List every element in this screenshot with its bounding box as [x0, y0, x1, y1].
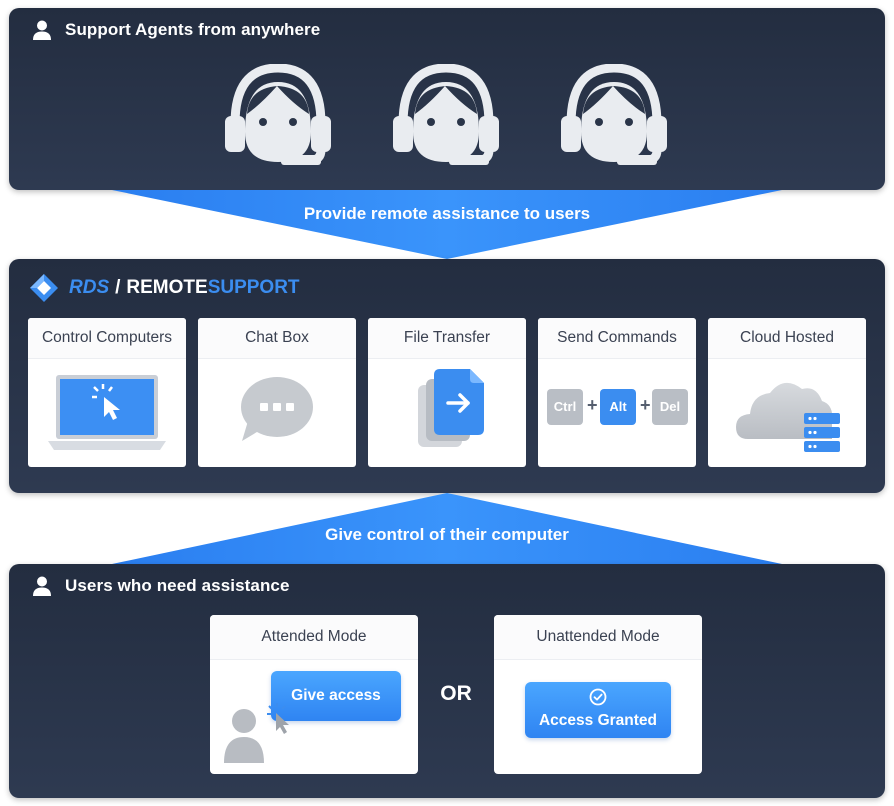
users-panel: Users who need assistance Attended Mode …: [9, 564, 885, 798]
logo-rds-text: RDS: [69, 277, 110, 298]
key-plus: +: [640, 395, 651, 415]
feature-card-cloud-hosted: Cloud Hosted: [708, 318, 866, 467]
agents-row: [9, 64, 885, 174]
agent-headset-icon: [225, 64, 331, 165]
person-icon: [33, 576, 51, 596]
agents-header: Support Agents from anywhere: [33, 20, 320, 40]
key-plus: +: [587, 395, 598, 415]
feature-cards: Control Computers Chat Box: [28, 318, 868, 467]
logo-separator: /: [115, 277, 121, 298]
check-circle-icon: [589, 688, 607, 706]
cloud-server-icon: [736, 382, 840, 452]
attended-mode-card: Attended Mode Give access: [210, 615, 418, 774]
key-del: Del: [652, 389, 688, 425]
agent-headset-icon: [393, 64, 499, 165]
unattended-mode-title: Unattended Mode: [494, 615, 702, 660]
user-avatar-icon: [224, 709, 264, 763]
attended-mode-title: Attended Mode: [210, 615, 418, 660]
access-granted-label: Access Granted: [538, 712, 658, 729]
feature-title: Send Commands: [538, 318, 696, 359]
key-ctrl: Ctrl: [547, 389, 583, 425]
feature-title: Control Computers: [28, 318, 186, 359]
users-header: Users who need assistance: [33, 576, 290, 596]
give-access-button[interactable]: Give access: [271, 671, 401, 721]
access-granted-button[interactable]: Access Granted: [525, 682, 671, 738]
banner-top-label: Provide remote assistance to users: [303, 204, 591, 223]
users-title: Users who need assistance: [65, 576, 290, 595]
key-alt: Alt: [600, 389, 636, 425]
chat-bubble-icon: [241, 377, 313, 441]
person-icon: [33, 20, 51, 40]
feature-card-control-computers: Control Computers: [28, 318, 186, 467]
funnel-banner-top: [112, 190, 782, 259]
laptop-cursor-icon: [48, 375, 166, 450]
keyboard-keys-icon: Ctrl + Alt + Del: [538, 359, 696, 467]
unattended-mode-card: Unattended Mode Access Granted: [494, 615, 702, 774]
agents-title: Support Agents from anywhere: [65, 20, 321, 39]
feature-card-file-transfer: File Transfer: [368, 318, 526, 467]
agent-headset-icon: [561, 64, 667, 165]
logo-support-text: SUPPORT: [207, 277, 300, 298]
cursor-click-icon: [267, 703, 289, 734]
agents-panel: Support Agents from anywhere: [9, 8, 885, 190]
logo-remote-text: REMOTE: [126, 277, 208, 298]
banner-mid-label: Give control of their computer: [325, 525, 569, 544]
feature-card-send-commands: Send Commands Ctrl + Alt + Del: [538, 318, 696, 467]
rds-diamond-icon: [30, 274, 58, 302]
funnel-banner-mid: [112, 493, 782, 564]
feature-title: File Transfer: [368, 318, 526, 359]
file-transfer-icon: [418, 369, 484, 447]
feature-title: Cloud Hosted: [708, 318, 866, 359]
or-label: OR: [440, 682, 472, 705]
feature-title: Chat Box: [198, 318, 356, 359]
feature-card-chat-box: Chat Box: [198, 318, 356, 467]
